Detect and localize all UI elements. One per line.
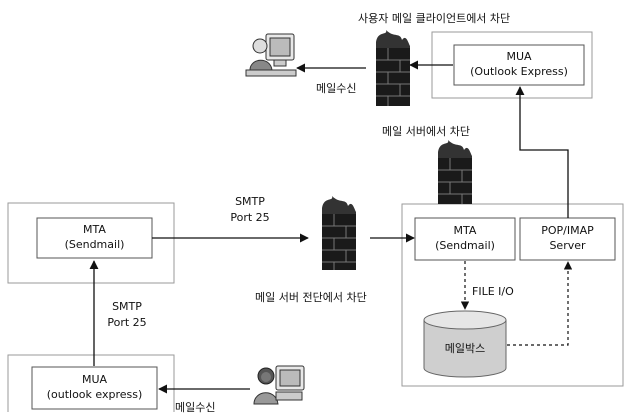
- port-label-left: Port 25: [107, 316, 147, 329]
- user-at-computer-icon: [253, 365, 305, 405]
- mailbox-cylinder: [423, 310, 507, 378]
- server-block-label: 메일 서버에서 차단: [382, 125, 470, 138]
- pop-imap-title: POP/IMAP: [541, 224, 594, 237]
- mta-left-box: [36, 217, 153, 259]
- mua-top-subtitle: (Outlook Express): [470, 65, 568, 78]
- right-server-frame: [401, 203, 624, 387]
- mailbox-label: 메일박스: [444, 342, 486, 355]
- port-label-top: Port 25: [230, 211, 270, 224]
- mua-bottom-box: [31, 366, 158, 410]
- mta-right-title: MTA: [453, 224, 477, 237]
- file-io-label: FILE I/O: [472, 285, 514, 298]
- mta-left-title: MTA: [83, 223, 106, 236]
- client-block-label: 사용자 메일 클라이언트에서 차단: [358, 12, 511, 25]
- front-block-label: 메일 서버 전단에서 차단: [255, 291, 367, 304]
- mua-top-title: MUA: [506, 50, 532, 63]
- arrow-mailbox-to-pop: [507, 261, 573, 346]
- bottom-client-frame: [7, 354, 175, 412]
- mua-bottom-subtitle: (outlook express): [46, 388, 143, 401]
- user-at-computer-icon: [245, 33, 297, 77]
- arrow-pop-to-mua: [515, 86, 569, 218]
- firewall-icon: [438, 140, 472, 204]
- mta-right-subtitle: (Sendmail): [435, 239, 495, 252]
- left-server-frame: [7, 202, 175, 284]
- pop-imap-subtitle: Server: [549, 239, 586, 252]
- firewall-icon: [322, 196, 356, 270]
- mua-top-box: [453, 44, 585, 86]
- mta-left-subtitle: (Sendmail): [64, 238, 125, 251]
- mta-right-box: [414, 217, 516, 261]
- mua-bottom-title: MUA: [81, 373, 108, 386]
- receive-label-top: 메일수신: [316, 82, 357, 95]
- smtp-label-left: SMTP: [112, 300, 142, 313]
- receive-label-bottom: 메일수신: [175, 401, 216, 414]
- smtp-label-top: SMTP: [235, 195, 265, 208]
- firewall-icon: [376, 30, 410, 106]
